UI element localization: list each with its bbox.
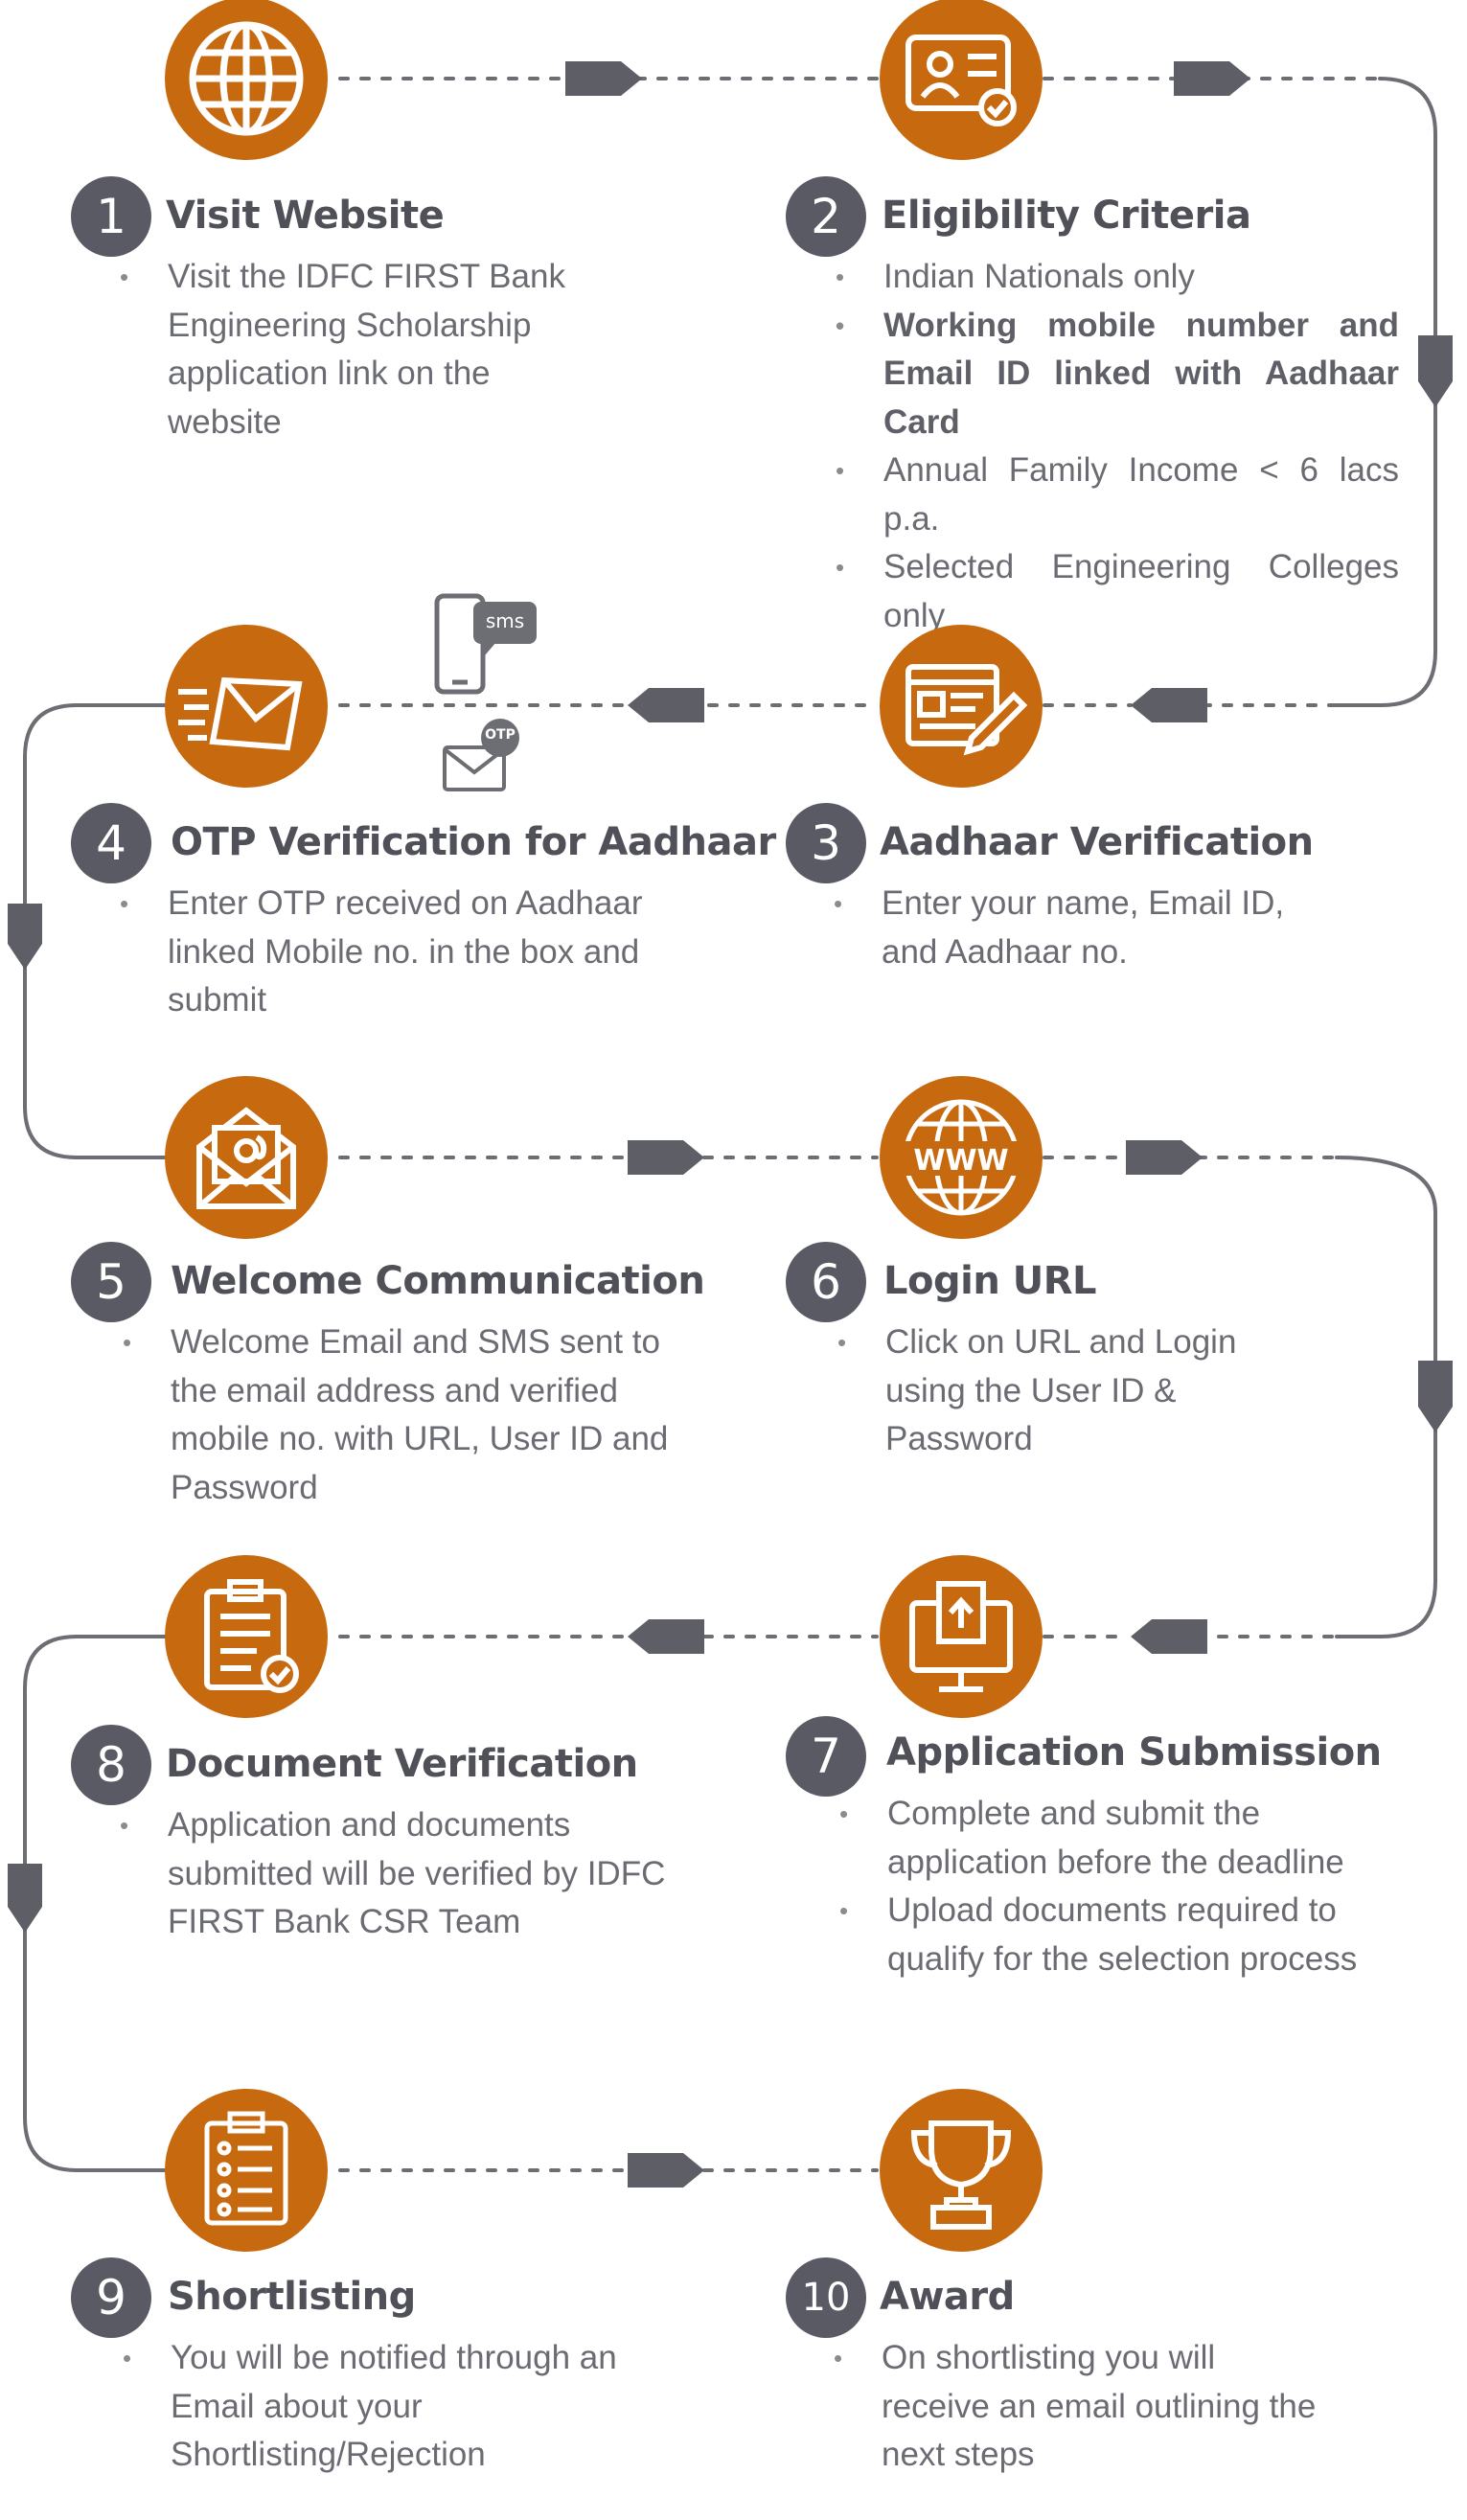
step-number: 3 (786, 803, 866, 883)
step-number: 2 (786, 176, 866, 257)
step-number: 9 (71, 2257, 151, 2338)
shortlist-clipboard-icon (165, 2089, 328, 2252)
step-number: 7 (786, 1716, 866, 1797)
computer-upload-icon (880, 1555, 1043, 1718)
step-bullets: Enter your name, Email ID, and Aadhaar n… (834, 880, 1332, 976)
step-number: 4 (71, 803, 151, 883)
bullet-item: Application and documents submitted will… (120, 1801, 666, 1947)
step-bullets: You will be notified through an Email ab… (123, 2334, 650, 2480)
step-title: Welcome Communication (171, 1259, 705, 1303)
www-globe-icon: WWW (880, 1076, 1043, 1239)
step-title: Eligibility Criteria (882, 194, 1251, 238)
step-bullets: Indian Nationals only Working mobile num… (836, 253, 1399, 640)
step-number: 1 (71, 176, 151, 257)
step-number: 8 (71, 1725, 151, 1805)
otp-mail-icon: OTP (441, 719, 537, 800)
bullet-item: Enter OTP received on Aadhaar linked Mob… (120, 880, 699, 1025)
step-bullets: Enter OTP received on Aadhaar linked Mob… (120, 880, 699, 1025)
bullet-item: Visit the IDFC FIRST Bank Engineering Sc… (120, 253, 604, 447)
fast-mail-icon (165, 625, 328, 788)
form-edit-icon (880, 625, 1043, 788)
clipboard-check-icon (165, 1555, 328, 1718)
trophy-icon (880, 2089, 1043, 2252)
step-title: Aadhaar Verification (880, 820, 1314, 864)
globe-icon (165, 0, 328, 160)
bullet-item: Selected Engineering Colleges only (836, 543, 1399, 640)
bullet-item: Enter your name, Email ID, and Aadhaar n… (834, 880, 1332, 976)
bullet-item: You will be notified through an Email ab… (123, 2334, 650, 2480)
otp-badge-label: OTP (485, 727, 516, 743)
step-title: Shortlisting (168, 2275, 416, 2319)
step-number: 5 (71, 1242, 151, 1322)
step-title: Login URL (883, 1259, 1096, 1303)
bullet-item: Indian Nationals only (836, 253, 1399, 302)
step-title: Award (880, 2275, 1015, 2319)
id-card-icon (880, 0, 1043, 160)
bullet-item: Upload documents required to qualify for… (839, 1887, 1410, 1983)
bullet-item: Complete and submit the application befo… (839, 1790, 1410, 1887)
step-title: Document Verification (166, 1742, 638, 1786)
step-bullets: Click on URL and Login using the User ID… (837, 1318, 1259, 1464)
step-bullets: Complete and submit the application befo… (839, 1790, 1410, 1983)
step-bullets: Application and documents submitted will… (120, 1801, 666, 1947)
email-open-icon (165, 1076, 328, 1239)
step-bullets: Welcome Email and SMS sent to the email … (123, 1318, 707, 1512)
sms-badge-label: sms (485, 609, 525, 632)
bullet-item: Click on URL and Login using the User ID… (837, 1318, 1259, 1464)
step-number: 6 (786, 1242, 866, 1322)
sms-phone-icon: sms (433, 592, 540, 702)
step-title: Application Submission (886, 1730, 1382, 1775)
step-bullets: On shortlisting you will receive an emai… (834, 2334, 1322, 2480)
bullet-item: Welcome Email and SMS sent to the email … (123, 1318, 707, 1512)
bullet-item: On shortlisting you will receive an emai… (834, 2334, 1322, 2480)
bullet-item: Working mobile number and Email ID linke… (836, 302, 1399, 447)
step-title: OTP Verification for Aadhaar (171, 820, 776, 864)
svg-text:WWW: WWW (913, 1144, 1008, 1178)
step-title: Visit Website (166, 194, 445, 238)
step-bullets: Visit the IDFC FIRST Bank Engineering Sc… (120, 253, 604, 447)
bullet-item: Annual Family Income < 6 lacs p.a. (836, 447, 1399, 543)
step-number: 10 (786, 2257, 866, 2338)
